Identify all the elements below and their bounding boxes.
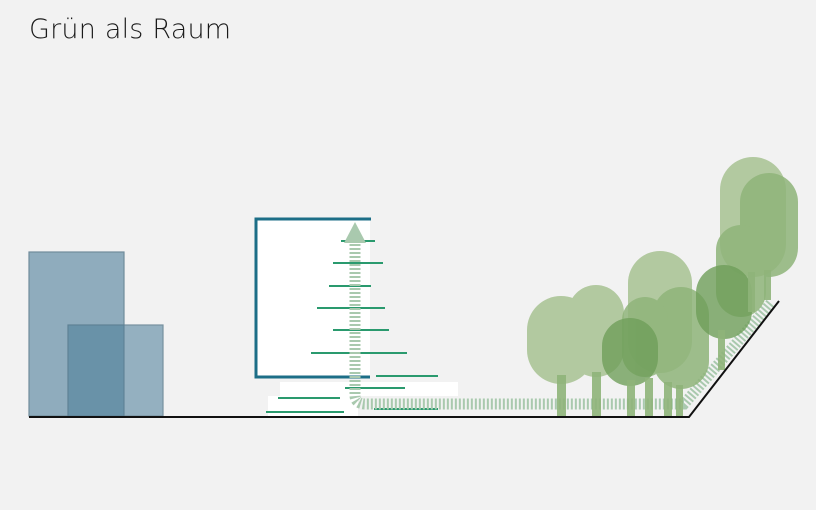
ground-line <box>29 300 780 418</box>
buildings-group <box>28 251 164 417</box>
tree-crown <box>602 318 658 386</box>
tree-crown <box>696 265 752 339</box>
tree-trunk <box>676 385 683 417</box>
tree-trunk <box>764 270 771 300</box>
building-overlap <box>67 324 125 417</box>
tree-trunk <box>557 375 566 417</box>
tree-trunk <box>718 330 725 370</box>
tree-crown <box>653 287 709 389</box>
green-corridor-arrow <box>344 222 777 410</box>
facade-frame <box>254 217 371 379</box>
page-title: Grün als Raum <box>29 14 232 45</box>
tree-trunk <box>627 380 635 417</box>
tree-trunk <box>748 272 755 312</box>
tree-trunk <box>645 378 653 417</box>
tree-canopy <box>527 157 798 417</box>
tree-trunk <box>664 382 672 417</box>
tree-trunk <box>592 372 601 417</box>
arrow-head <box>344 222 366 243</box>
